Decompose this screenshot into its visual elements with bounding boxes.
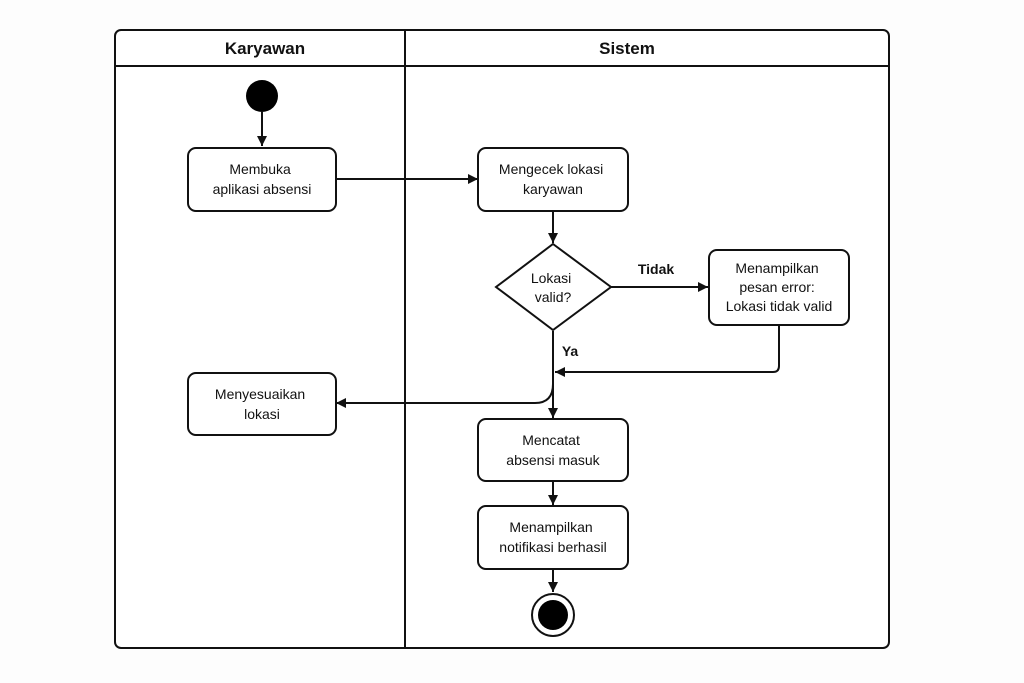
action-open-app-line-1: Membuka <box>229 161 291 177</box>
action-show-error-line-3: Lokasi tidak valid <box>726 298 833 314</box>
action-record-attendance: Mencatat absensi masuk <box>477 418 629 482</box>
action-show-error-line-2: pesan error: <box>739 279 814 295</box>
action-show-success-line-2: notifikasi berhasil <box>499 539 606 555</box>
lane-title-karyawan: Karyawan <box>225 39 305 58</box>
action-check-location-line-1: Mengecek lokasi <box>499 161 603 177</box>
svg-text:Menampilkan notifikasi b: Menampilkan notifikasi berhasil <box>499 519 606 555</box>
action-check-location-line-2: karyawan <box>523 181 583 197</box>
edge-to-adjust-location <box>336 383 554 408</box>
action-adjust-location: Menyesuaikan lokasi <box>187 372 337 436</box>
action-adjust-location-line-2: lokasi <box>244 406 280 422</box>
final-node <box>531 593 575 637</box>
svg-text:Menampilkan pesan error:: Menampilkan pesan error: Lokasi tidak va… <box>726 260 833 314</box>
edges <box>257 112 780 592</box>
action-open-app-line-2: aplikasi absensi <box>213 181 312 197</box>
svg-text:Lokasi valid?: Lokasi valid? <box>531 270 575 305</box>
action-adjust-location-line-1: Menyesuaikan <box>215 386 305 402</box>
decision-line-2: valid? <box>535 289 572 305</box>
action-show-success-line-1: Menampilkan <box>509 519 592 535</box>
decision-location-valid: Lokasi valid? <box>494 242 613 332</box>
edge-error-to-merge <box>555 326 780 377</box>
action-show-success: Menampilkan notifikasi berhasil <box>477 505 629 570</box>
edge-label-ya: Ya <box>562 343 579 359</box>
action-record-attendance-line-1: Mencatat <box>522 432 580 448</box>
action-show-error: Menampilkan pesan error: Lokasi tidak va… <box>708 249 850 326</box>
action-open-app: Membuka aplikasi absensi <box>187 147 337 212</box>
svg-text:Menyesuaikan lokasi: Menyesuaikan lokasi <box>215 386 309 422</box>
action-show-error-line-1: Menampilkan <box>735 260 818 276</box>
action-record-attendance-line-2: absensi masuk <box>506 452 600 468</box>
initial-node <box>246 80 278 112</box>
svg-text:Mencatat absensi masuk: Mencatat absensi masuk <box>506 432 600 468</box>
action-check-location: Mengecek lokasi karyawan <box>477 147 629 212</box>
svg-text:Mengecek lokasi karyawan: Mengecek lokasi karyawan <box>499 161 607 197</box>
svg-text:Membuka aplikasi absensi: Membuka aplikasi absensi <box>213 161 312 197</box>
decision-line-1: Lokasi <box>531 270 571 286</box>
lane-title-sistem: Sistem <box>599 39 655 58</box>
edge-label-tidak: Tidak <box>638 261 675 277</box>
